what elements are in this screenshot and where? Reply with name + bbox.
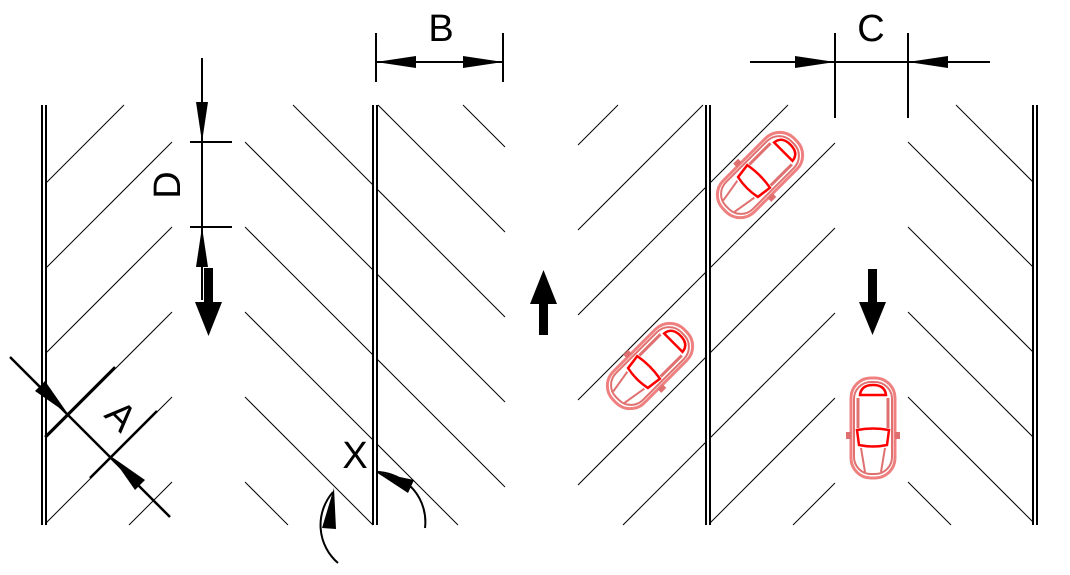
- arrow-down-icon: [859, 269, 886, 335]
- stall-line: [292, 104, 374, 186]
- stall-line: [244, 311, 374, 441]
- arrowhead-icon: [35, 381, 68, 414]
- stall-line: [907, 481, 952, 526]
- arrowhead-icon: [112, 457, 145, 490]
- dimension-b: [375, 33, 504, 82]
- label-a: A: [97, 393, 145, 441]
- stall-line: [709, 312, 836, 439]
- stall-line: [907, 226, 1034, 353]
- label-d: D: [147, 171, 189, 198]
- label-x: X: [342, 435, 367, 477]
- stall-line: [376, 358, 506, 488]
- stall-line: [907, 311, 1034, 438]
- stall-line: [244, 226, 374, 356]
- stall-line: [577, 356, 707, 486]
- stall-line: [577, 271, 707, 401]
- stall-line: [377, 104, 506, 233]
- angle-x: [319, 471, 427, 564]
- dimension-a: [9, 356, 171, 518]
- stall-line: [907, 396, 1034, 523]
- stall-line: [792, 482, 836, 526]
- stall-line: [462, 104, 506, 148]
- stall-line: [577, 186, 707, 316]
- arrow-down-icon: [195, 268, 222, 336]
- stall-line: [376, 273, 506, 403]
- dimension-d: [190, 58, 232, 300]
- car-icon: [704, 119, 816, 231]
- stall-line: [907, 141, 1034, 268]
- stall-line: [955, 104, 1034, 183]
- label-c: C: [857, 8, 884, 50]
- stall-line: [376, 443, 459, 526]
- stall-line: [709, 142, 836, 269]
- arrow-up-icon: [530, 270, 557, 335]
- arrowhead-icon: [463, 56, 503, 68]
- stall-line: [577, 104, 704, 231]
- arrowhead-icon: [322, 488, 336, 529]
- stall-line: [45, 141, 173, 269]
- stall-line: [244, 396, 374, 526]
- arrowhead-icon: [196, 227, 208, 267]
- dimension-c: [750, 33, 990, 118]
- stall-line: [45, 226, 173, 354]
- stall-line: [45, 311, 173, 439]
- stall-line: [709, 227, 836, 354]
- arrowhead-icon: [196, 102, 208, 142]
- stall-line: [709, 397, 836, 524]
- arrowhead-icon: [376, 56, 416, 68]
- arrowhead-icon: [908, 56, 948, 68]
- parking-walls: [41, 105, 1038, 525]
- arrowhead-icon: [376, 472, 414, 493]
- stall-line: [577, 104, 619, 146]
- stall-line: [244, 481, 289, 526]
- stall-line: [709, 104, 789, 184]
- stall-line: [622, 441, 707, 526]
- stall-line: [45, 104, 125, 184]
- stall-line: [376, 188, 506, 318]
- arrowhead-icon: [795, 56, 835, 68]
- stall-line: [244, 141, 374, 271]
- label-b: B: [428, 8, 453, 50]
- stall-line: [128, 481, 173, 526]
- car-icon: [844, 376, 902, 480]
